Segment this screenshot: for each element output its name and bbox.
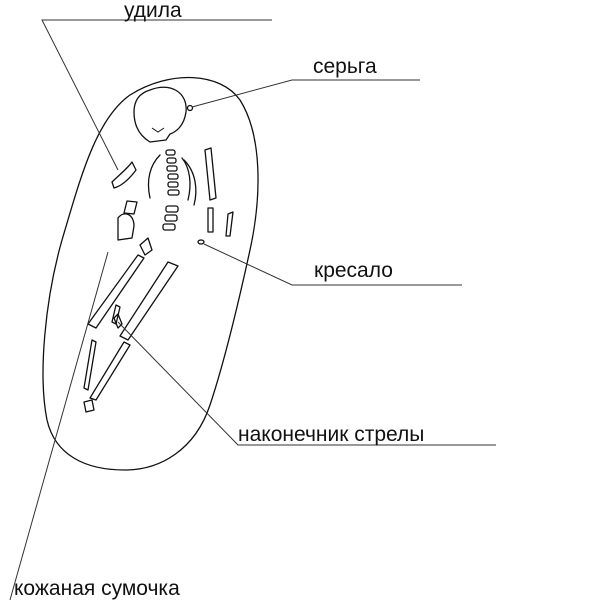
hand-left [117,213,135,241]
arm-fragment-left [123,200,138,215]
forearm-right [207,207,214,233]
bridle-bit [111,161,137,189]
skull [133,86,187,143]
humerus-right [204,147,217,201]
arrowhead-object [113,313,123,329]
foot-bone [83,399,95,413]
fibula [83,339,97,391]
label-bridle: удила [124,0,182,22]
label-flint: кресало [314,259,393,282]
leader-bridle [41,19,272,171]
leader-earring [191,79,420,108]
label-arrowhead: наконечник стрелы [238,423,425,446]
pelvis-left [139,237,153,256]
earring-object [186,104,194,112]
tibia [89,341,131,401]
spine [162,149,180,231]
femur-right [119,261,179,341]
rib-left [147,154,161,199]
label-earring: серьга [313,55,377,78]
label-pouch: кожаная сумочка [14,577,180,600]
jaw-detail [151,127,165,133]
flint-object [197,239,205,245]
rib-right [181,157,191,201]
leader-flint [203,243,462,286]
grave-pit-outline [42,76,259,471]
rib-right-2 [183,159,197,206]
skeleton [83,86,234,413]
bone-fragment-right [225,211,234,237]
femur-left [87,254,145,329]
leader-pouch [9,251,109,600]
leader-arrowhead [117,321,496,446]
